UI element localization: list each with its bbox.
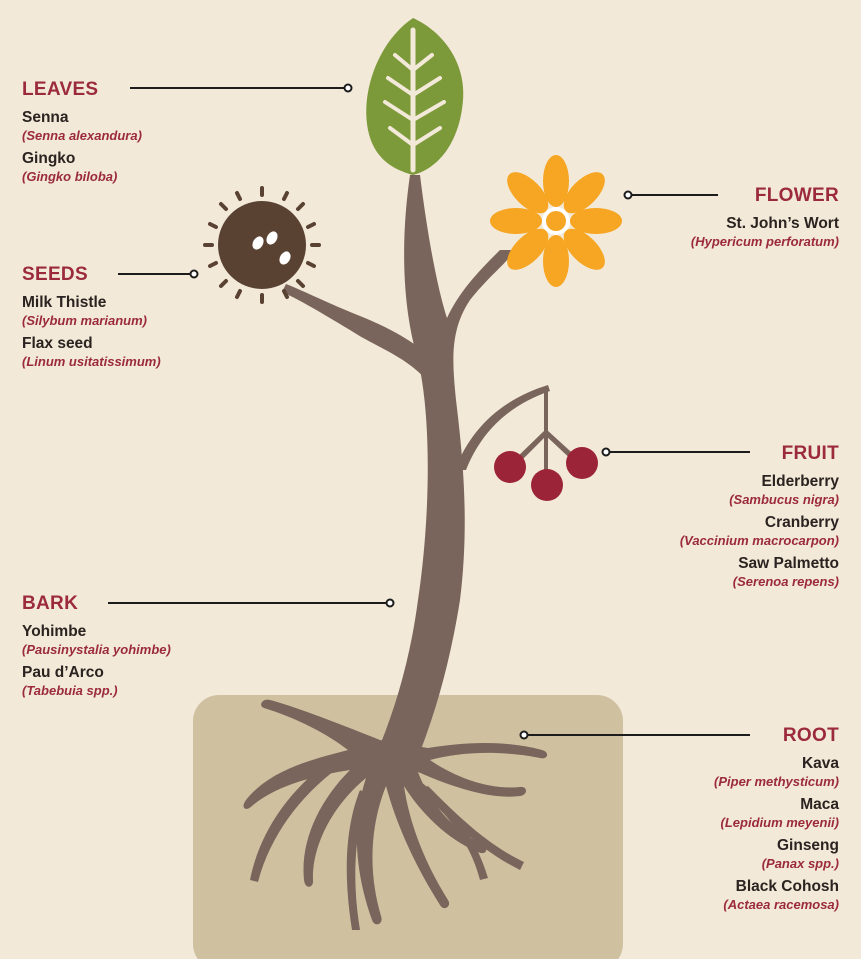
plant-latin-name: (Tabebuia spp.): [22, 682, 171, 699]
root-heading: ROOT: [714, 725, 839, 747]
flower-callout: FLOWER St. John’s Wort (Hypericum perfor…: [691, 185, 839, 255]
plant-name: Cranberry: [680, 513, 839, 532]
plant-name: St. John’s Wort: [691, 214, 839, 233]
plant-name: Yohimbe: [22, 622, 171, 641]
fruit-callout: FRUIT Elderberry (Sambucus nigra) Cranbe…: [680, 443, 839, 595]
plant-name: Flax seed: [22, 334, 161, 353]
leaves-callout: LEAVES Senna (Senna alexandura) Gingko (…: [22, 79, 142, 190]
plant-latin-name: (Hypericum perforatum): [691, 233, 839, 250]
leaf-icon: [366, 18, 463, 175]
plant-latin-name: (Sambucus nigra): [680, 491, 839, 508]
bark-callout: BARK Yohimbe (Pausinystalia yohimbe) Pau…: [22, 593, 171, 704]
flower-icon: [490, 155, 622, 287]
plant-name: Black Cohosh: [714, 877, 839, 896]
bark-heading: BARK: [22, 593, 171, 615]
plant-latin-name: (Vaccinium macrocarpon): [680, 532, 839, 549]
plant-name: Ginseng: [714, 836, 839, 855]
plant-latin-name: (Pausinystalia yohimbe): [22, 641, 171, 658]
plant-latin-name: (Linum usitatissimum): [22, 353, 161, 370]
plant-latin-name: (Actaea racemosa): [714, 896, 839, 913]
plant-name: Elderberry: [680, 472, 839, 491]
plant-latin-name: (Senna alexandura): [22, 127, 142, 144]
root-callout: ROOT Kava (Piper methysticum) Maca (Lepi…: [714, 725, 839, 918]
plant-name: Maca: [714, 795, 839, 814]
flower-heading: FLOWER: [691, 185, 839, 207]
fruit-heading: FRUIT: [680, 443, 839, 465]
plant-name: Milk Thistle: [22, 293, 161, 312]
plant-name: Saw Palmetto: [680, 554, 839, 573]
seeds-callout: SEEDS Milk Thistle (Silybum marianum) Fl…: [22, 264, 161, 375]
plant-latin-name: (Serenoa repens): [680, 573, 839, 590]
plant-name: Kava: [714, 754, 839, 773]
seed-pod-icon: [205, 188, 319, 302]
seeds-heading: SEEDS: [22, 264, 161, 286]
plant-latin-name: (Gingko biloba): [22, 168, 142, 185]
leaves-heading: LEAVES: [22, 79, 142, 101]
plant-name: Pau d’Arco: [22, 663, 171, 682]
plant-latin-name: (Lepidium meyenii): [714, 814, 839, 831]
plant-name: Senna: [22, 108, 142, 127]
plant-latin-name: (Silybum marianum): [22, 312, 161, 329]
plant-name: Gingko: [22, 149, 142, 168]
plant-latin-name: (Panax spp.): [714, 855, 839, 872]
plant-latin-name: (Piper methysticum): [714, 773, 839, 790]
